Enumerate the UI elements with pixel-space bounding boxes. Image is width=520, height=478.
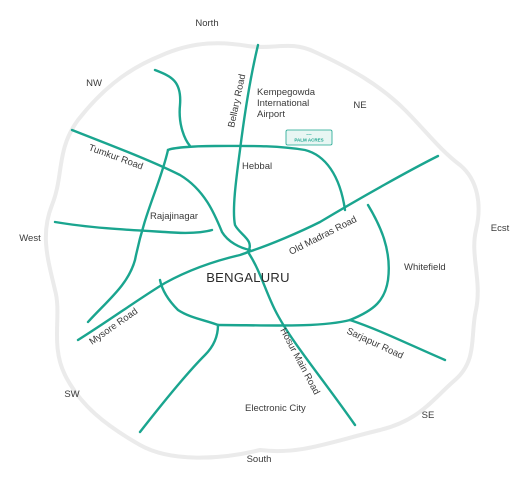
direction-south: South	[247, 454, 272, 465]
airport-label-line1: Kempegowda	[257, 87, 316, 98]
outer-ring-road-north	[166, 144, 347, 212]
airport-label-line3: Airport	[257, 109, 285, 120]
south-west-road	[138, 323, 220, 434]
sarjapur-road-label: Sarjapur Road	[345, 326, 405, 362]
hebbal-label: Hebbal	[242, 161, 272, 172]
airport-label-line2: International	[257, 98, 309, 109]
palm-acres-dots: •••••	[306, 133, 311, 137]
electronic-city-label: Electronic City	[245, 403, 306, 414]
whitefield-label: Whitefield	[404, 262, 446, 273]
direction-se: SE	[422, 410, 435, 421]
hosur-main-road-label: Hosur Main Road	[277, 326, 321, 396]
direction-nw: NW	[86, 78, 102, 89]
inner-east-link	[216, 318, 352, 327]
west-link-road	[53, 220, 214, 235]
ring-road-east	[348, 203, 390, 322]
mysore-road	[76, 250, 250, 342]
city-label: BENGALURU	[206, 270, 290, 285]
direction-west: West	[19, 233, 41, 244]
palm-acres-marker[interactable]: ••••• PALM ACRES	[285, 129, 333, 146]
airport-link-road	[153, 68, 192, 148]
bellary-road	[232, 43, 260, 254]
old-madras-road	[246, 154, 440, 254]
direction-east: Ecst	[491, 223, 510, 234]
tumkur-road	[70, 128, 252, 252]
inner-south-west	[158, 278, 220, 327]
mysore-road-label: Mysore Road	[87, 306, 140, 347]
sarjapur-road	[348, 318, 447, 362]
city-boundary	[43, 41, 481, 460]
palm-acres-label: PALM ACRES	[294, 138, 323, 143]
direction-north: North	[195, 18, 218, 29]
hosur-main-road	[246, 250, 357, 427]
ring-road-west	[86, 148, 170, 324]
direction-sw: SW	[64, 389, 79, 400]
rajajinagar-label: Rajajinagar	[150, 211, 198, 222]
direction-ne: NE	[353, 100, 366, 111]
